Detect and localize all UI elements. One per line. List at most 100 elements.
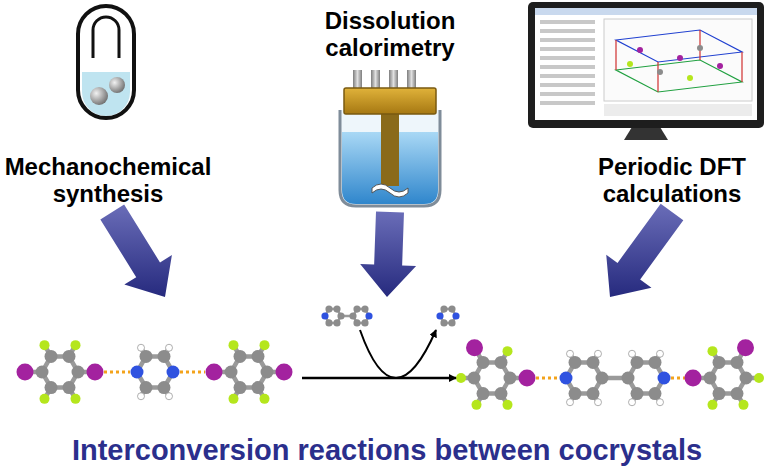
monitor-bezel bbox=[528, 2, 764, 128]
atom bbox=[685, 370, 702, 387]
method-panel: Dissolution calorimetry bbox=[290, 8, 490, 208]
screen-atom bbox=[657, 69, 663, 75]
atom bbox=[569, 356, 582, 369]
electrode-pin bbox=[407, 70, 416, 90]
halogen-bond bbox=[104, 371, 130, 374]
electrode-pin bbox=[371, 70, 380, 90]
atom bbox=[596, 372, 609, 385]
calorimeter bbox=[340, 70, 440, 206]
result-heading: Interconversion reactions between cocrys… bbox=[72, 434, 702, 466]
atom bbox=[587, 356, 600, 369]
atom bbox=[631, 356, 644, 369]
form-row bbox=[540, 20, 595, 24]
atom bbox=[138, 344, 145, 351]
screen-atom bbox=[637, 47, 643, 53]
screen-atom bbox=[697, 45, 703, 51]
block-arrow bbox=[606, 204, 683, 297]
atom bbox=[87, 364, 104, 381]
computer-monitor bbox=[528, 2, 764, 140]
block-arrow bbox=[360, 212, 416, 297]
atom bbox=[569, 387, 582, 400]
method-label: Periodic DFT calculations bbox=[572, 154, 772, 208]
unit-cell-face bbox=[616, 60, 742, 92]
form-row bbox=[540, 56, 595, 60]
electrode-pin bbox=[353, 70, 362, 90]
atom bbox=[361, 319, 368, 326]
atom bbox=[321, 312, 328, 319]
atom bbox=[325, 305, 332, 312]
atom bbox=[333, 319, 340, 326]
atom bbox=[629, 399, 636, 406]
atom bbox=[45, 381, 58, 394]
atom bbox=[456, 373, 466, 383]
form-row bbox=[540, 83, 595, 87]
electrode-pin bbox=[389, 70, 398, 90]
atom bbox=[595, 350, 602, 357]
halogen-bond bbox=[536, 377, 558, 380]
atom bbox=[140, 350, 153, 363]
atom bbox=[260, 394, 270, 404]
structure-panel bbox=[604, 19, 752, 101]
block-arrow bbox=[100, 205, 172, 297]
atom bbox=[740, 372, 753, 385]
atom bbox=[468, 372, 481, 385]
atom bbox=[353, 305, 360, 312]
atom bbox=[325, 319, 332, 326]
exchange-arrow bbox=[360, 330, 436, 378]
monitor-stand bbox=[624, 127, 668, 140]
method-label: Dissolution calorimetry bbox=[290, 8, 490, 62]
form-row bbox=[540, 29, 595, 33]
milling-ball bbox=[109, 77, 125, 93]
atom bbox=[72, 366, 85, 379]
form-row bbox=[540, 38, 595, 42]
atom bbox=[71, 394, 81, 404]
atom bbox=[713, 356, 726, 369]
atom bbox=[361, 305, 368, 312]
atom bbox=[739, 400, 749, 410]
atom bbox=[131, 366, 144, 379]
atom bbox=[252, 381, 265, 394]
atom bbox=[452, 312, 459, 319]
monitor-screen bbox=[535, 8, 757, 120]
atom bbox=[754, 373, 764, 383]
atom bbox=[567, 350, 574, 357]
screen-atom bbox=[677, 55, 683, 61]
atom bbox=[261, 366, 274, 379]
status-panel bbox=[604, 104, 752, 116]
screen-atom bbox=[627, 61, 633, 67]
atom bbox=[36, 366, 49, 379]
atom bbox=[658, 372, 671, 385]
atom bbox=[448, 319, 455, 326]
atom bbox=[225, 366, 238, 379]
atom bbox=[657, 399, 664, 406]
stirrer bbox=[372, 184, 408, 197]
milling-vial bbox=[78, 6, 134, 118]
unit-cell-edge bbox=[657, 62, 658, 92]
atom bbox=[587, 387, 600, 400]
atom bbox=[40, 340, 50, 350]
result-panel: Interconversion reactions between cocrys… bbox=[4, 296, 770, 466]
calorimeter-lid bbox=[344, 88, 436, 114]
atom bbox=[353, 319, 360, 326]
atom bbox=[731, 356, 744, 369]
atom bbox=[63, 350, 76, 363]
atom bbox=[158, 381, 171, 394]
atom bbox=[63, 381, 76, 394]
atom bbox=[629, 350, 636, 357]
halogen-bond bbox=[671, 377, 685, 380]
atom bbox=[649, 356, 662, 369]
atom bbox=[503, 400, 513, 410]
atom bbox=[17, 364, 34, 381]
atom bbox=[713, 387, 726, 400]
atom bbox=[519, 370, 536, 387]
atom bbox=[477, 356, 490, 369]
atom bbox=[260, 340, 270, 350]
atom bbox=[158, 350, 171, 363]
vial-liquid bbox=[82, 72, 130, 116]
atom bbox=[708, 400, 718, 410]
method-panel: Mechanochemical synthesis bbox=[2, 4, 214, 208]
form-row bbox=[540, 74, 595, 78]
atom bbox=[234, 350, 247, 363]
atom bbox=[495, 387, 508, 400]
